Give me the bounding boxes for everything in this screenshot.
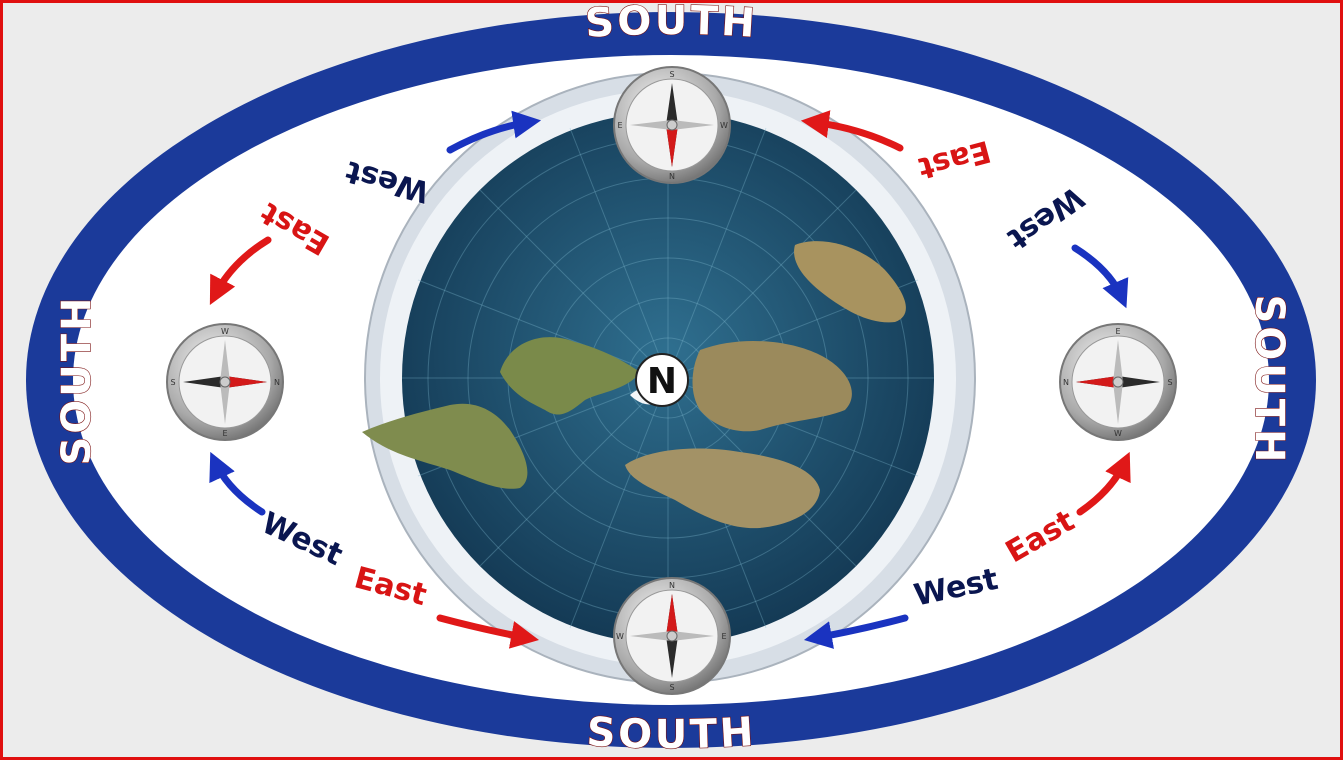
south-label-right: SOUTH: [1246, 294, 1292, 465]
svg-text:W: W: [221, 327, 229, 336]
arrow-bottom-left-east: [436, 614, 540, 649]
south-label-left: SOUTH: [54, 294, 100, 465]
svg-text:W: W: [1114, 429, 1122, 438]
australia-landmass: [794, 241, 906, 323]
svg-text:S: S: [669, 70, 674, 79]
south-america-landmass: [362, 403, 528, 489]
svg-text:E: E: [222, 429, 227, 438]
arrow-bottom-left-west: [209, 451, 266, 516]
svg-text:N: N: [669, 581, 675, 590]
compass-top: S N E W: [613, 66, 731, 184]
svg-text:W: W: [720, 121, 728, 130]
south-label-bottom: SOUTH: [585, 709, 757, 758]
svg-text:N: N: [669, 172, 675, 181]
svg-text:W: W: [616, 632, 624, 641]
svg-text:S: S: [1167, 378, 1172, 387]
compass-bottom: N S W E: [613, 577, 731, 695]
arrow-bottom-right-west: [803, 614, 909, 649]
svg-text:E: E: [721, 632, 726, 641]
south-label-top: SOUTH: [584, 0, 759, 47]
compass-right: E W N S: [1059, 323, 1177, 441]
north-pole-marker: N: [635, 353, 689, 407]
direction-arrows: [209, 110, 1131, 649]
svg-text:E: E: [1115, 327, 1120, 336]
arrow-bottom-right-east: [1076, 451, 1131, 516]
svg-text:S: S: [170, 378, 175, 387]
svg-text:E: E: [617, 121, 622, 130]
svg-text:S: S: [669, 683, 674, 692]
north-pole-label: N: [647, 361, 677, 402]
arrow-top-right-east: [800, 110, 904, 152]
compass-left: W E S N: [166, 323, 284, 441]
arrow-top-left-west: [446, 110, 542, 154]
north-america-landmass: [500, 337, 640, 415]
arrow-top-left-east: [209, 236, 272, 305]
arrow-top-right-west: [1071, 244, 1129, 309]
africa-landmass: [625, 448, 820, 529]
svg-text:N: N: [274, 378, 280, 387]
continents: [362, 241, 906, 529]
svg-text:N: N: [1063, 378, 1069, 387]
asia-europe-landmass: [692, 340, 852, 432]
